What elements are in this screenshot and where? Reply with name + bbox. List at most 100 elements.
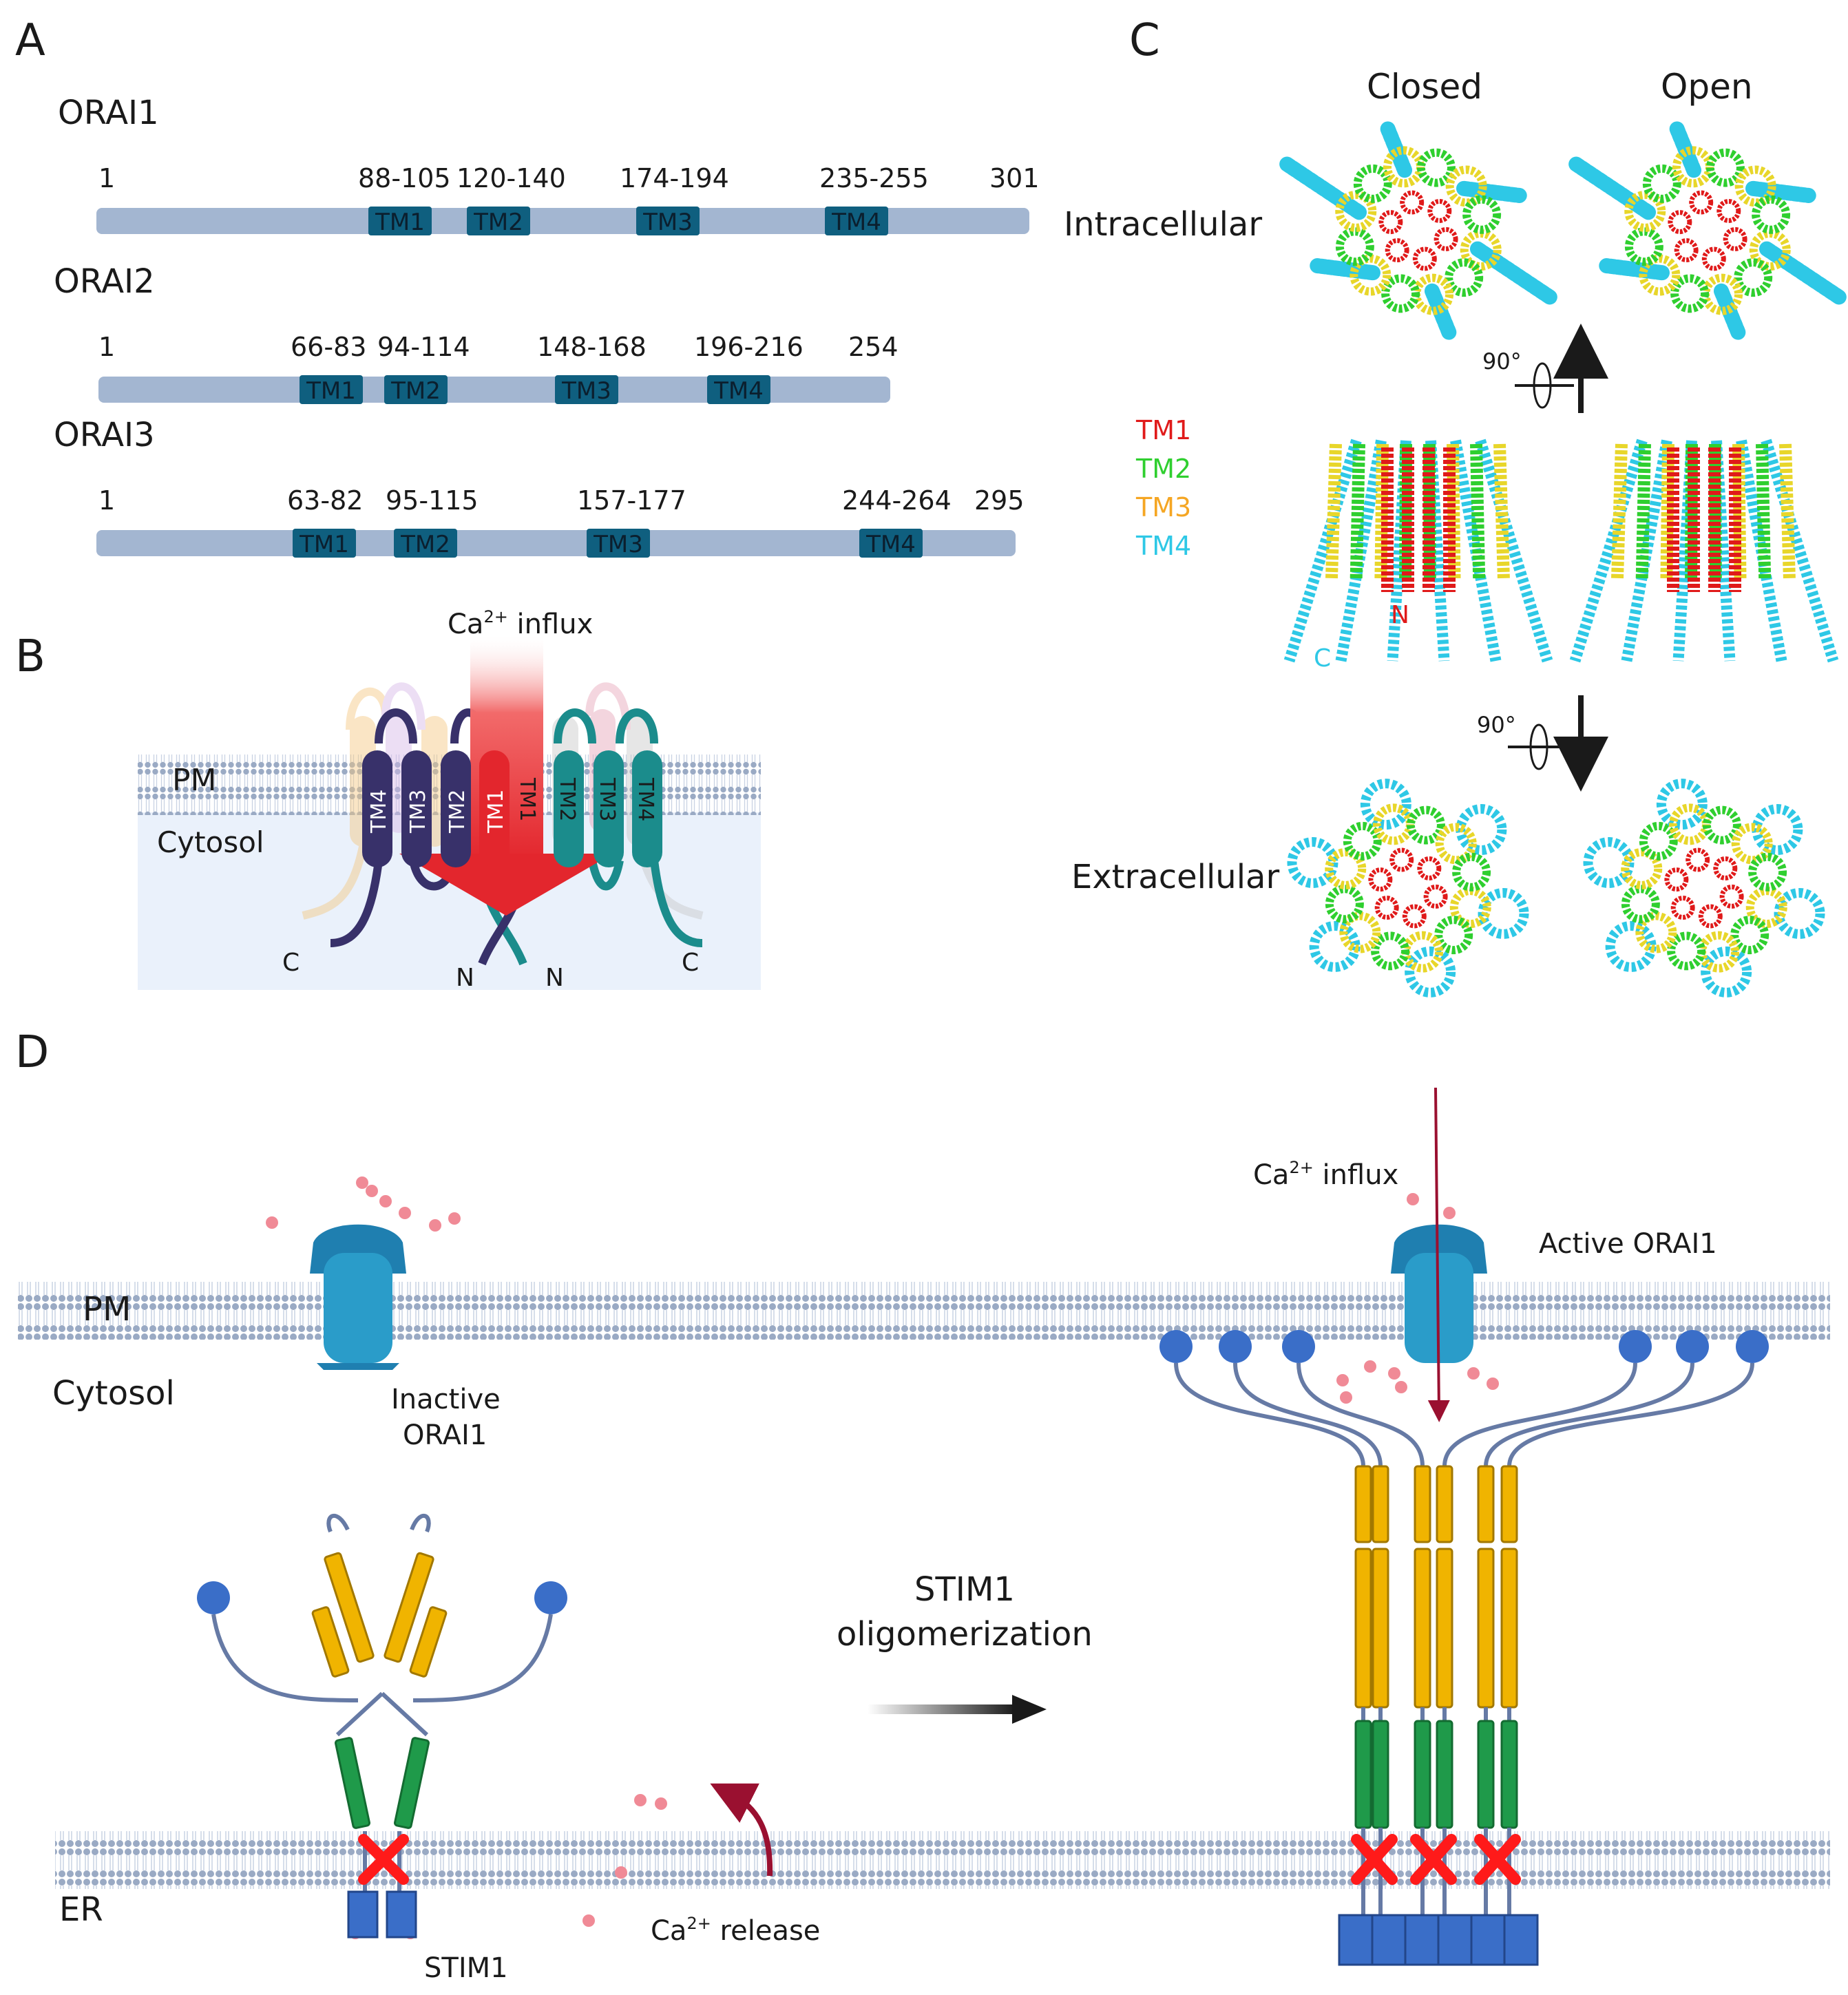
inactive-label-line1: Inactive (391, 1384, 501, 1415)
stim1-sam-domain (1619, 1330, 1652, 1363)
legend-item: TM1 (1135, 415, 1191, 445)
legend-item: TM2 (1135, 454, 1191, 484)
tm3-helix (1731, 823, 1773, 865)
tm4-helix (1456, 180, 1527, 203)
tm1-helix (1723, 226, 1747, 251)
tm4-helix (1669, 121, 1702, 178)
calcium-ion (1336, 1374, 1349, 1386)
tm-range-label: 120-140 (456, 163, 566, 193)
pm-label-b: PM (172, 763, 217, 798)
top-view-structure (1279, 121, 1558, 340)
stim1-block-mark (358, 1834, 409, 1885)
tm-range-label: 95-115 (386, 485, 479, 516)
stim1-label: STIM1 (424, 1952, 508, 1984)
tm1-helix (1385, 238, 1409, 263)
stim1-cc1b (1477, 1548, 1495, 1709)
tm2-helix (1670, 274, 1710, 313)
tm-domain (825, 207, 888, 235)
c-label-c: C (1314, 644, 1331, 673)
c-terminus-right: C (682, 949, 699, 977)
stim1-cc1a (1354, 1465, 1372, 1543)
tm2-helix (1752, 195, 1791, 234)
inactive-orai1-channel (310, 1224, 406, 1370)
panel-label-b: B (15, 631, 45, 682)
calcium-ion (429, 1219, 441, 1232)
stim1-cc1a (1477, 1465, 1495, 1543)
tm23-helix (1325, 443, 1342, 579)
tm-domain-label: TM3 (593, 531, 643, 558)
helix-left (441, 750, 471, 867)
calcium-ion (356, 1176, 368, 1189)
tm1-helix (1670, 896, 1695, 920)
tm3-helix (1639, 254, 1681, 296)
tm-domain-label: TM1 (375, 209, 425, 236)
tm1-helix (1698, 904, 1723, 929)
n-terminus-right: N (545, 964, 564, 992)
tm4-helix (1752, 804, 1803, 856)
ca-influx-label-b: Ca2+ influx (448, 607, 593, 640)
helix-left (479, 750, 510, 867)
stim1-tm (1354, 1720, 1372, 1829)
tm4-helix (1456, 804, 1507, 856)
calcium-ion (1467, 1367, 1480, 1380)
stim1-cc1b (1372, 1548, 1389, 1709)
tm-range-label: 174-194 (620, 163, 729, 193)
active-label: Active ORAI1 (1539, 1228, 1717, 1260)
tm4-helix (1469, 241, 1558, 305)
tm-domain-label: TM2 (400, 531, 450, 558)
protein-name: ORAI2 (54, 262, 155, 301)
top-view-structure (1583, 779, 1825, 997)
protein-bar (96, 208, 1029, 234)
tm23-helix (1756, 443, 1772, 579)
start-residue: 1 (98, 163, 115, 193)
oligo-label-line2: oligomerization (837, 1615, 1093, 1654)
tm23-helix (1779, 443, 1796, 579)
helix-label-left: TM2 (445, 790, 470, 834)
side-view-structure (1569, 439, 1839, 663)
calcium-ion (1340, 1391, 1352, 1404)
tm4-helix (1605, 920, 1657, 972)
tm4-helix (1569, 439, 1648, 663)
legend-item: TM3 (1135, 492, 1191, 522)
tm4-helix (1701, 946, 1752, 997)
stim1-cc1b (1414, 1548, 1431, 1709)
tm4-helix (1599, 258, 1670, 281)
stim1-tm (1500, 1720, 1518, 1829)
stim1-cc1a (1436, 1465, 1453, 1543)
stim1-sam-domain (1736, 1330, 1769, 1363)
helix-label-left: TM3 (406, 790, 430, 834)
helix-label-right: TM4 (633, 777, 658, 821)
stim1-cc1b (1500, 1548, 1518, 1709)
tm-range-label: 66-83 (291, 332, 366, 362)
tm4-helix (1475, 439, 1553, 663)
oligo-arrow-shaft (868, 1704, 1016, 1714)
inactive-label-line2: ORAI1 (403, 1419, 487, 1451)
ca-release-arrow (710, 1783, 773, 1877)
tm-domain-label: TM4 (831, 209, 881, 236)
rotation-up: 90° (1482, 324, 1608, 413)
tm4-helix (1380, 121, 1413, 178)
tm2-helix (1445, 258, 1484, 297)
tm1-helix (1374, 896, 1399, 920)
tm2-helix (1734, 258, 1773, 297)
ca-influx-arrowhead (399, 854, 613, 916)
helix-right (632, 750, 662, 867)
tm1-helix (1719, 884, 1744, 909)
tm3-helix (1672, 146, 1714, 188)
tm3-helix (1734, 165, 1776, 207)
tm4-helix (1310, 258, 1380, 281)
tm-domain (394, 529, 457, 558)
tm-range-label: 235-255 (819, 163, 929, 193)
tm-range-label: 157-177 (577, 485, 686, 516)
tm-domain-label: TM4 (713, 377, 764, 405)
protein-name: ORAI3 (54, 416, 155, 454)
tm3-helix (1350, 254, 1392, 296)
tm3-helix (1335, 190, 1377, 232)
block-mark (1474, 1834, 1521, 1885)
end-residue: 301 (989, 163, 1040, 193)
tm2-helix (1381, 274, 1420, 313)
stim1-sam-domain (1676, 1330, 1709, 1363)
calcium-ion (1487, 1378, 1499, 1390)
stim1-sam-domain (1219, 1330, 1252, 1363)
